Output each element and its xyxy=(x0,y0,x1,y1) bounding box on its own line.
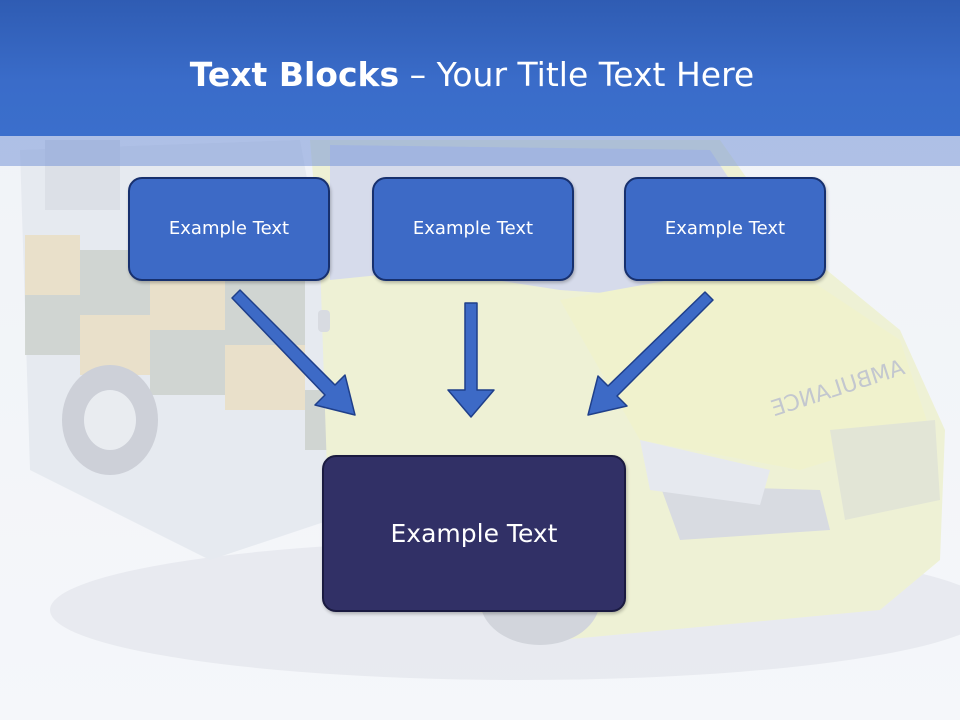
arrow-down-right-icon xyxy=(231,289,356,416)
main-text-block-label: Example Text xyxy=(390,518,558,548)
title-bold-part: Text Blocks xyxy=(189,55,400,94)
text-block-left[interactable]: Example Text xyxy=(128,177,330,281)
text-block-right[interactable]: Example Text xyxy=(624,177,826,281)
text-block-center-label: Example Text xyxy=(412,218,534,239)
main-text-block[interactable]: Example Text xyxy=(322,455,626,612)
arrow-down-icon xyxy=(447,302,495,418)
arrow-down-left-icon xyxy=(587,291,714,416)
header-strip xyxy=(0,136,960,166)
header-band xyxy=(0,0,960,136)
text-block-center[interactable]: Example Text xyxy=(372,177,574,281)
text-block-left-label: Example Text xyxy=(168,218,290,239)
slide-title: Text Blocks – Your Title Text Here xyxy=(0,52,944,98)
title-rest-part: – Your Title Text Here xyxy=(399,55,755,94)
text-block-right-label: Example Text xyxy=(664,218,786,239)
